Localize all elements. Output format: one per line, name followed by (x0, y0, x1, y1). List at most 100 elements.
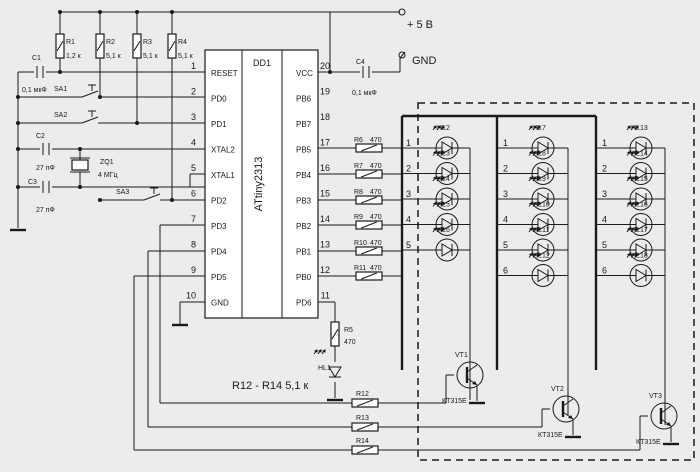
arrow-head (626, 125, 631, 129)
r5-ref: R5 (344, 327, 353, 334)
led-ref: HL10 (533, 202, 550, 209)
arrow-head (440, 150, 445, 155)
dd1-left-pin-number: 5 (191, 163, 196, 173)
arrow-head (626, 201, 631, 206)
arrow-head (440, 125, 445, 129)
c2-value: 27 пФ (36, 165, 55, 172)
zq1-crystal (71, 159, 89, 171)
arrow-head (432, 227, 437, 231)
arrow-head (630, 252, 635, 257)
wire (399, 51, 406, 59)
arrow-head (532, 176, 537, 180)
emitter-arrow (472, 381, 477, 385)
dd1-left-pin-number: 2 (191, 87, 196, 97)
dd1-left-pin-number: 10 (186, 291, 196, 301)
led-ref: HL15 (631, 176, 648, 183)
arrow-head (432, 201, 437, 206)
dd1-right-pin-name: PB3 (296, 197, 312, 206)
arrow-head (532, 125, 537, 129)
led-ref: HL11 (533, 227, 549, 234)
dd1-left-pin-name: XTAL2 (211, 146, 235, 155)
pullup-value: 5,1 к (143, 53, 159, 60)
dd1-right-pin-number: 15 (320, 189, 330, 199)
arrow-head (626, 150, 631, 155)
dd1-right-pin-number: 11 (321, 291, 330, 301)
r5-value: 470 (344, 339, 356, 346)
resistor-slash (133, 40, 141, 52)
arrow-head (436, 150, 441, 155)
led-ref: HL7 (533, 125, 546, 132)
dd1-part-name: ATtiny2313 (253, 157, 265, 212)
segment-resistor-ref: R9 (354, 214, 363, 221)
led-ref: HL14 (631, 151, 648, 158)
dd1-left-pin-number: 9 (191, 265, 196, 275)
led-ref: HL17 (631, 227, 648, 234)
arrow-head (528, 125, 533, 129)
dd1-left-pin-number: 3 (191, 112, 196, 122)
resistor-slash (361, 221, 377, 229)
row-number: 3 (406, 189, 411, 199)
c3-value: 27 пФ (36, 207, 55, 214)
arrow-head (532, 227, 537, 231)
c4-ref: C4 (356, 59, 365, 66)
zq1-ref: ZQ1 (100, 159, 114, 166)
dd1-right-pin-name: PB2 (296, 222, 312, 231)
arrow-head (626, 252, 631, 257)
transistor-collector (466, 364, 478, 373)
led-ref: HL12 (533, 253, 550, 260)
segment-resistor-value: 470 (370, 189, 382, 196)
resistor-slash (361, 247, 377, 255)
resistor-slash (96, 40, 104, 52)
dd1-right-pin-name: PB4 (296, 171, 312, 180)
switch-sa3 (143, 193, 161, 201)
transistor-ref: VT3 (649, 393, 662, 400)
arrow-head (630, 150, 635, 155)
segment-resistor-ref: R10 (354, 240, 367, 247)
led-ref: HL6 (437, 227, 450, 234)
dd1-right-pin-number: 16 (320, 163, 330, 173)
gnd-label: GND (412, 55, 437, 67)
segment-resistor-value: 470 (370, 265, 382, 272)
segment-resistor-value: 470 (370, 240, 382, 247)
indicator-led-hl1 (328, 366, 342, 378)
resistor-slash (56, 40, 64, 52)
junction-dot (16, 147, 20, 151)
led-hl18 (635, 268, 647, 283)
dd1-right-pin-name: PB7 (296, 120, 312, 129)
segment-resistor-value: 470 (370, 214, 382, 221)
arrow-head (630, 227, 635, 231)
arrow-head (630, 125, 635, 129)
resistor-slash (361, 272, 377, 280)
led-ref: HL18 (631, 253, 648, 260)
pullup-value: 1,2 к (66, 53, 82, 60)
pullup-ref: R1 (66, 39, 75, 46)
arrow-head (532, 201, 537, 206)
arrow-head (536, 176, 541, 180)
arrow-head (436, 176, 441, 180)
segment-resistor-ref: R7 (354, 163, 363, 170)
dd1-right-pin-number: 13 (320, 240, 330, 250)
resistor-slash (361, 196, 377, 204)
switch-sa1 (81, 90, 99, 98)
arrow-head (317, 349, 322, 353)
transistor-vt3 (650, 402, 678, 430)
led-hl6 (441, 243, 453, 257)
row-number: 6 (503, 266, 508, 276)
pullup-value: 5,1 к (106, 53, 122, 60)
zq1-value: 4 МГц (98, 172, 117, 179)
dd1-right-pin-name: PB0 (296, 273, 312, 282)
dd1-left-pin-name: RESET (211, 69, 238, 78)
base-resistor-ref: R14 (356, 438, 369, 445)
hl1-ref: HL1 (318, 365, 331, 372)
dd1-left-pin-number: 1 (191, 61, 196, 71)
segment-resistor-value: 470 (370, 137, 382, 144)
arrow-head (532, 150, 537, 155)
arrow-head (440, 176, 445, 180)
switch-ref: SA2 (54, 112, 67, 119)
arrow-head (626, 176, 631, 180)
dd1-right-pin-number: 20 (320, 61, 330, 71)
arrow-head (313, 349, 318, 353)
row-number: 4 (503, 215, 508, 225)
